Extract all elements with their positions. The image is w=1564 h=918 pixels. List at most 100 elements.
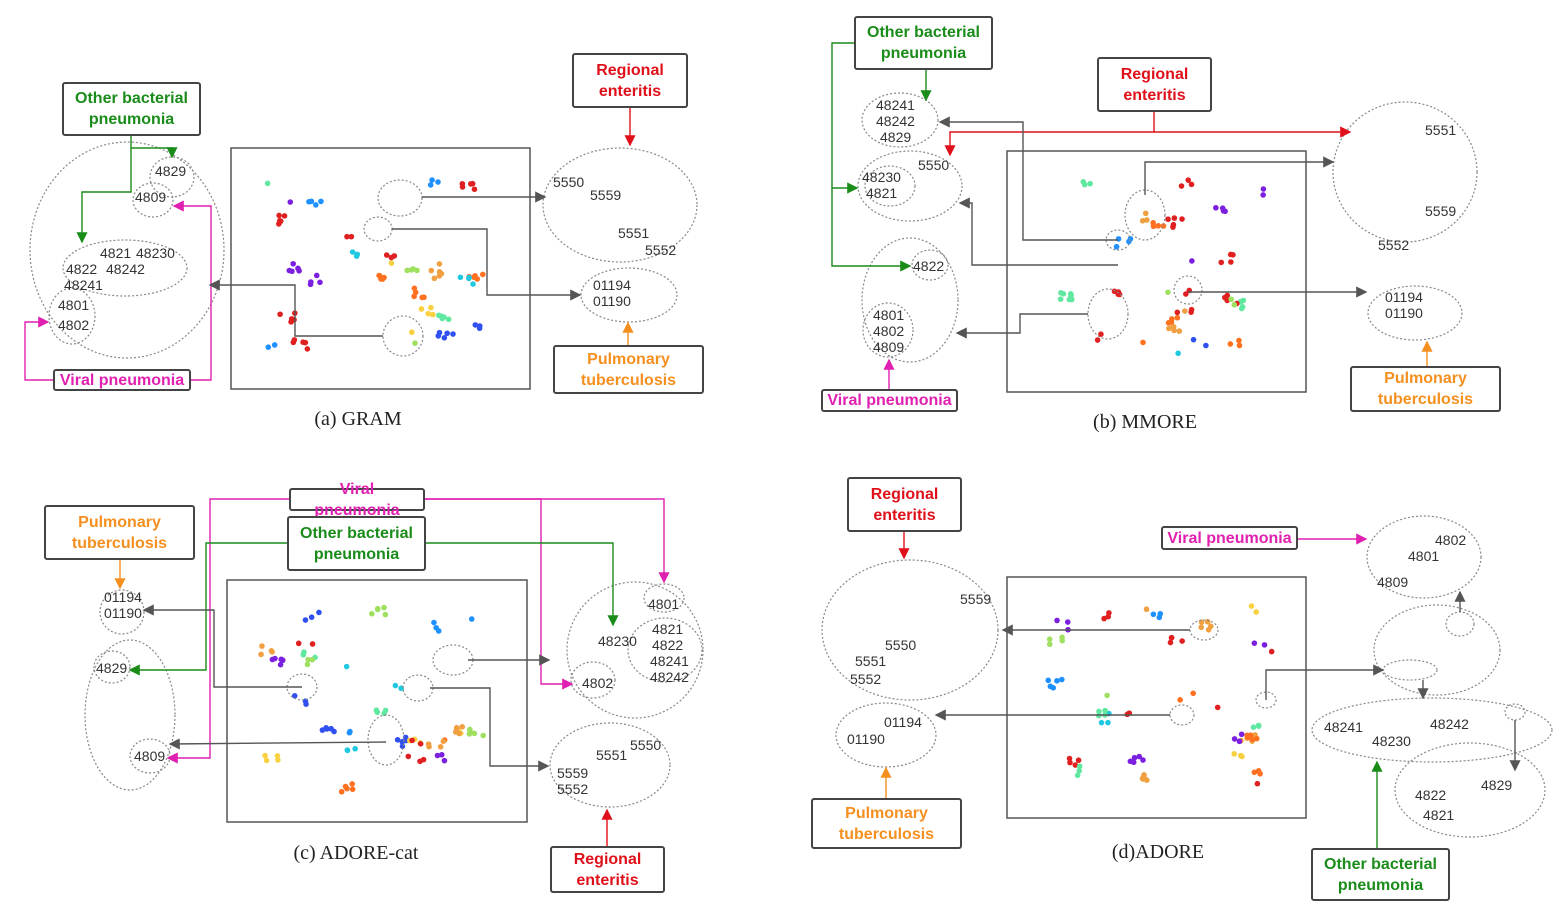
scatter-point <box>1238 731 1245 738</box>
cluster-ellipse <box>821 559 999 701</box>
icd-code-label: 4829 <box>155 163 187 179</box>
scatter-point <box>418 306 425 312</box>
scatter-point <box>1253 735 1260 742</box>
scatter-point <box>1185 177 1192 183</box>
scatter-point <box>349 781 355 787</box>
scatter-point <box>352 745 358 752</box>
scatter-point <box>1136 753 1143 760</box>
scatter-point <box>300 339 306 345</box>
scatter-point <box>1188 306 1195 313</box>
scatter-point <box>1247 732 1254 739</box>
connector-arrow <box>208 279 383 337</box>
cluster-ellipse <box>1504 703 1526 721</box>
scatter-point <box>277 311 283 318</box>
icd-code-label: 4809 <box>135 189 167 205</box>
scatter-point <box>480 271 486 278</box>
scatter-point <box>1076 768 1083 774</box>
scatter-point <box>1075 757 1082 764</box>
scatter-point <box>304 661 311 668</box>
icd-code-label: 48241 <box>64 277 103 293</box>
scatter-point <box>417 758 423 765</box>
icd-code-label: 5551 <box>618 225 650 241</box>
connector-arrow <box>142 604 302 688</box>
scatter-point <box>343 663 350 670</box>
scatter-point <box>383 252 390 258</box>
scatter-point <box>1054 677 1060 684</box>
scatter-point <box>272 655 278 662</box>
scatter-point <box>1140 757 1146 763</box>
cluster-ellipse <box>570 661 616 699</box>
scatter-point <box>1072 762 1079 768</box>
icd-code-label: 4809 <box>873 339 905 355</box>
scatter-point <box>471 186 478 193</box>
category-label-pulmonary-tuberculosis: Pulmonary tuberculosis <box>811 798 962 849</box>
connector-arrow <box>1144 156 1335 195</box>
category-label-regional-enteritis: Regional enteritis <box>550 846 665 893</box>
scatter-point <box>1167 639 1174 646</box>
category-label-other-bacterial-pneumonia: Other bacterial pneumonia <box>287 516 426 571</box>
category-label-other-bacterial-pneumonia: Other bacterial pneumonia <box>854 16 993 70</box>
category-label-viral-pneumonia: Viral pneumonia <box>1161 526 1298 550</box>
cluster-ellipse <box>48 287 96 345</box>
scatter-point <box>441 334 448 341</box>
scatter-point <box>1059 676 1065 683</box>
cluster-ellipse <box>861 92 939 148</box>
connector-arrow <box>130 135 178 159</box>
icd-code-label: 48242 <box>1430 716 1469 732</box>
scatter-point <box>1260 186 1267 192</box>
category-label-regional-enteritis: Regional enteritis <box>847 477 962 532</box>
icd-code-label: 5552 <box>850 671 882 687</box>
scatter-point <box>1236 738 1243 745</box>
cluster-ellipse <box>1366 515 1482 599</box>
category-label-pulmonary-tuberculosis: Pulmonary tuberculosis <box>44 505 195 560</box>
scatter-point <box>259 643 265 649</box>
scatter-point <box>305 656 311 663</box>
scatter-point <box>381 274 387 281</box>
scatter-point <box>291 692 298 699</box>
connector-arrow <box>831 42 859 194</box>
scatter-point <box>1251 640 1258 646</box>
scatter-point <box>317 279 323 286</box>
icd-code-label: 01190 <box>593 293 631 309</box>
scatter-point <box>1260 192 1266 198</box>
scatter-point <box>1178 183 1185 189</box>
icd-code-label: 48242 <box>650 669 689 685</box>
scatter-point <box>287 199 294 205</box>
scatter-point <box>281 213 288 219</box>
connector-arrow <box>424 498 574 690</box>
scatter-point <box>453 726 460 732</box>
scatter-point <box>412 340 418 346</box>
connector-arrow <box>168 738 387 750</box>
category-label-pulmonary-tuberculosis: Pulmonary tuberculosis <box>553 345 704 394</box>
connector-arrow <box>958 197 1118 266</box>
panel-caption: (b) MMORE <box>1093 411 1197 433</box>
scatter-point <box>313 202 319 208</box>
cluster-ellipse <box>1255 691 1277 709</box>
scatter-point <box>1157 610 1164 617</box>
scatter-point <box>1106 610 1112 616</box>
scatter-point <box>1094 337 1101 343</box>
scatter-point <box>429 177 435 183</box>
connector-arrow <box>392 228 582 301</box>
icd-code-label: 5559 <box>557 765 589 781</box>
scatter-point <box>388 260 395 266</box>
scatter-point <box>1074 772 1081 779</box>
scatter-point <box>1064 619 1071 625</box>
scatter-point <box>303 701 309 707</box>
embedding-plot-frame <box>230 147 531 390</box>
cluster-ellipse <box>402 674 434 702</box>
cluster-ellipse <box>1373 604 1501 696</box>
scatter-point <box>1098 331 1104 338</box>
icd-code-label: 5552 <box>1378 237 1410 253</box>
scatter-point <box>459 724 466 730</box>
scatter-point <box>1143 606 1150 613</box>
scatter-point <box>1227 341 1234 347</box>
scatter-point <box>1219 205 1226 212</box>
icd-code-label: 4802 <box>873 323 905 339</box>
scatter-point <box>1139 218 1146 224</box>
scatter-point <box>1046 636 1053 642</box>
scatter-point <box>1224 292 1231 299</box>
scatter-point <box>1253 609 1259 615</box>
icd-code-label: 5550 <box>553 174 585 190</box>
scatter-point <box>1240 297 1247 304</box>
